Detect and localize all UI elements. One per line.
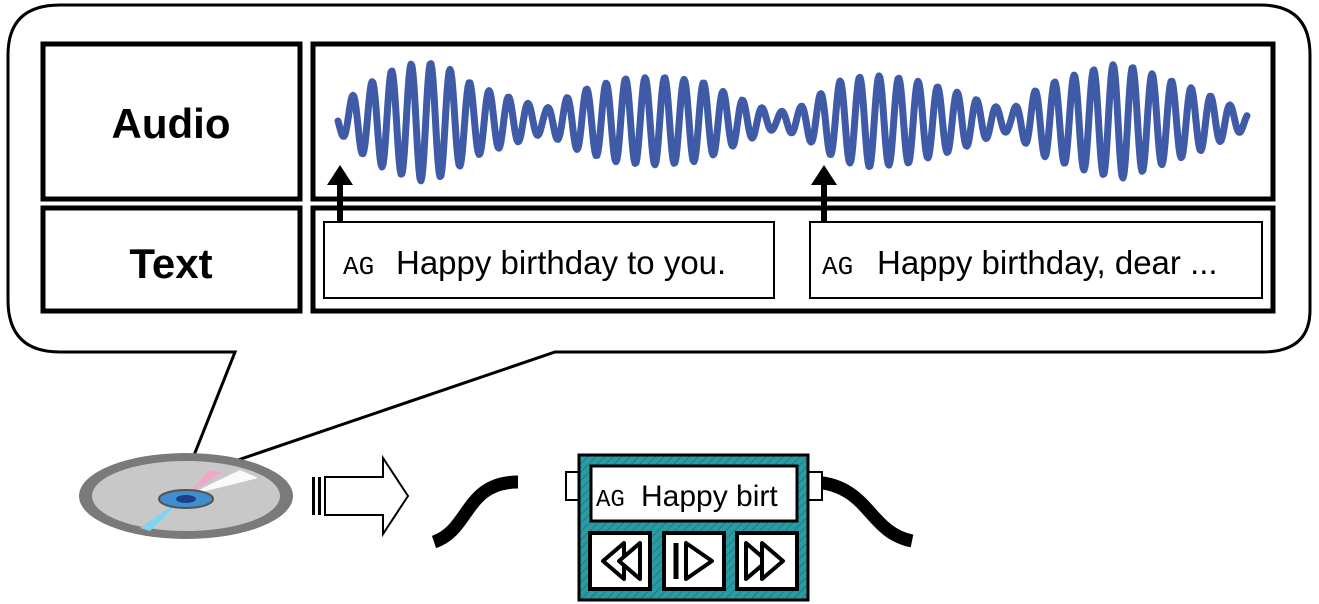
caption-1-tag: AG: [343, 252, 374, 282]
rewind-button[interactable]: [590, 533, 650, 589]
audio-label: Audio: [112, 100, 231, 147]
caption-box-1: AG Happy birthday to you.: [324, 222, 774, 298]
play-button[interactable]: [664, 533, 724, 589]
media-player: AG Happy birt: [566, 455, 822, 600]
caption-2-tag: AG: [822, 252, 853, 282]
player-cord-right: [815, 482, 912, 541]
fast-forward-button[interactable]: [737, 533, 797, 589]
caption-box-2: AG Happy birthday, dear ...: [810, 222, 1262, 298]
audio-row-header: Audio: [43, 44, 300, 199]
player-display-text: Happy birt: [641, 480, 778, 513]
text-label: Text: [129, 240, 212, 287]
cd-disc-icon: [79, 453, 293, 539]
player-display-tag: AG: [596, 487, 625, 514]
player-cord-left: [434, 482, 518, 542]
transfer-arrow-icon: [312, 458, 408, 534]
caption-1-text: Happy birthday to you.: [396, 244, 726, 281]
caption-2-text: Happy birthday, dear ...: [877, 244, 1218, 281]
text-row-header: Text: [43, 208, 300, 311]
